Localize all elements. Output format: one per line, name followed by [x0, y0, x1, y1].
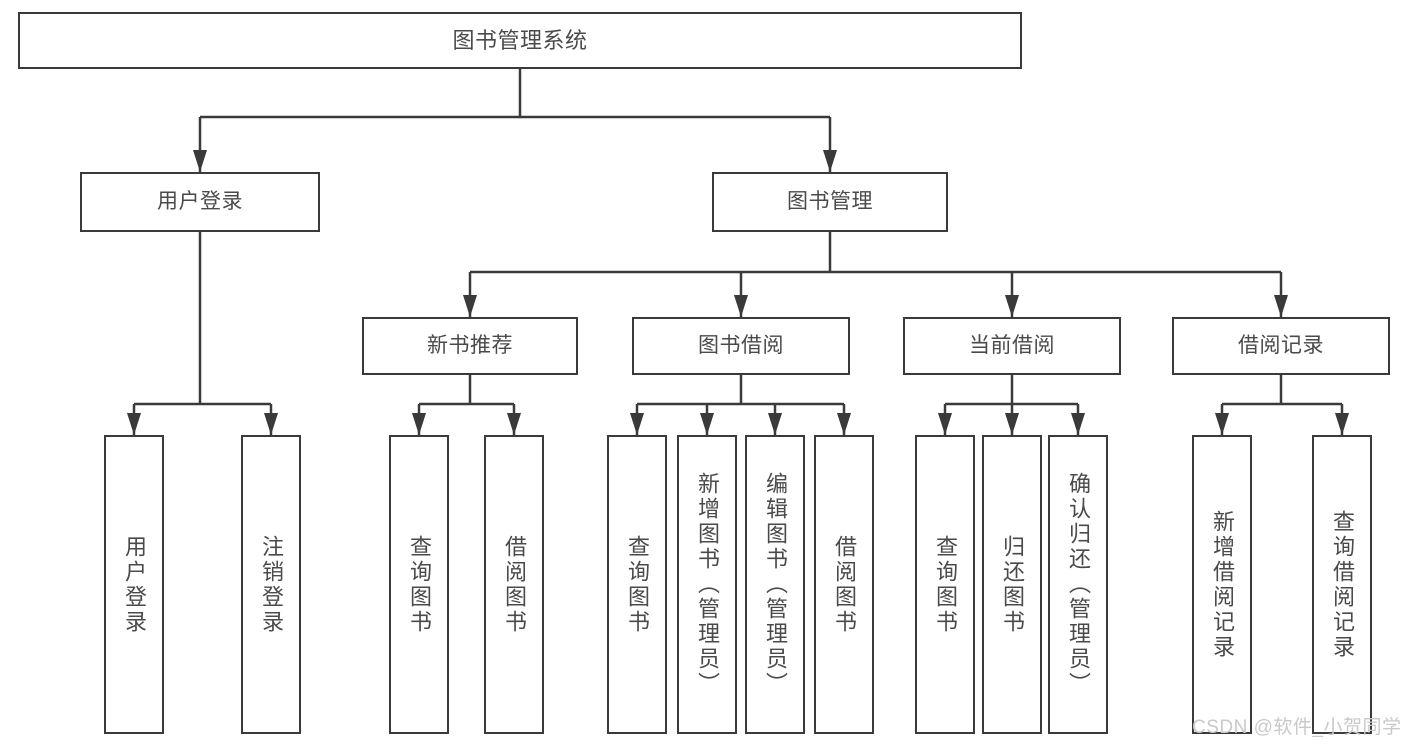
node-login[interactable]: 用户登录	[80, 172, 320, 232]
node-leaf-bor-3[interactable]: 编辑图书（管理员）	[745, 435, 805, 734]
arrow-head-leaf-rec-2	[1335, 413, 1349, 435]
node-leaf-cur-1[interactable]: 查询图书	[915, 435, 975, 734]
node-label: 图书借阅	[698, 333, 784, 357]
node-label: 归还图书	[1000, 534, 1025, 635]
node-label: 借阅图书	[832, 534, 857, 635]
arrow-head-leaf-login-2	[264, 413, 278, 435]
arrow-head-leaf-cur-3	[1071, 413, 1085, 435]
node-label: 新增借阅记录	[1210, 509, 1235, 660]
arrow-head-records	[1274, 295, 1288, 317]
node-label: 查询借阅记录	[1330, 509, 1355, 660]
node-leaf-new-1[interactable]: 查询图书	[389, 435, 449, 734]
node-root[interactable]: 图书管理系统	[18, 12, 1022, 69]
arrow-head-leaf-new-2	[507, 413, 521, 435]
node-leaf-bor-1[interactable]: 查询图书	[607, 435, 667, 734]
arrow-head-leaf-rec-1	[1215, 413, 1229, 435]
node-label: 查询图书	[407, 534, 432, 635]
node-records[interactable]: 借阅记录	[1172, 317, 1390, 375]
node-bookmgmt[interactable]: 图书管理	[712, 172, 948, 232]
watermark: CSDN @软件_小贺同学	[1192, 717, 1402, 738]
node-leaf-bor-2[interactable]: 新增图书（管理员）	[677, 435, 737, 734]
node-label: 新书推荐	[427, 333, 513, 357]
arrow-head-leaf-bor-4	[837, 413, 851, 435]
node-leaf-login-2[interactable]: 注销登录	[241, 435, 301, 734]
arrow-head-borrow	[734, 295, 748, 317]
node-leaf-login-1[interactable]: 用户登录	[104, 435, 164, 734]
node-borrow[interactable]: 图书借阅	[632, 317, 850, 375]
node-label: 图书管理系统	[452, 27, 588, 53]
node-leaf-rec-2[interactable]: 查询借阅记录	[1312, 435, 1372, 734]
arrow-head-leaf-new-1	[412, 413, 426, 435]
node-leaf-cur-2[interactable]: 归还图书	[982, 435, 1042, 734]
node-label: 用户登录	[157, 189, 243, 213]
arrow-head-leaf-cur-1	[938, 413, 952, 435]
node-label: 查询图书	[625, 534, 650, 635]
node-label: 注销登录	[259, 534, 284, 635]
arrow-head-leaf-login-1	[127, 413, 141, 435]
node-leaf-new-2[interactable]: 借阅图书	[484, 435, 544, 734]
node-leaf-cur-3[interactable]: 确认归还（管理员）	[1048, 435, 1108, 734]
node-label: 当前借阅	[969, 333, 1055, 357]
node-label: 借阅记录	[1238, 333, 1324, 357]
arrow-head-leaf-bor-2	[700, 413, 714, 435]
node-label: 确认归还（管理员）	[1066, 472, 1091, 697]
arrow-head-current	[1005, 295, 1019, 317]
node-newbook[interactable]: 新书推荐	[362, 317, 578, 375]
node-leaf-rec-1[interactable]: 新增借阅记录	[1192, 435, 1252, 734]
node-label: 借阅图书	[502, 534, 527, 635]
node-label: 编辑图书（管理员）	[763, 472, 788, 697]
arrow-head-leaf-bor-3	[768, 413, 782, 435]
node-leaf-bor-4[interactable]: 借阅图书	[814, 435, 874, 734]
arrow-head-leaf-bor-1	[630, 413, 644, 435]
arrow-head-leaf-cur-2	[1005, 413, 1019, 435]
arrow-head-bookmgmt	[823, 150, 837, 172]
arrow-head-newbook	[463, 295, 477, 317]
arrow-head-login	[193, 150, 207, 172]
node-label: 新增图书（管理员）	[695, 472, 720, 697]
node-current[interactable]: 当前借阅	[903, 317, 1121, 375]
node-label: 查询图书	[933, 534, 958, 635]
node-label: 用户登录	[122, 534, 147, 635]
node-label: 图书管理	[787, 189, 873, 213]
